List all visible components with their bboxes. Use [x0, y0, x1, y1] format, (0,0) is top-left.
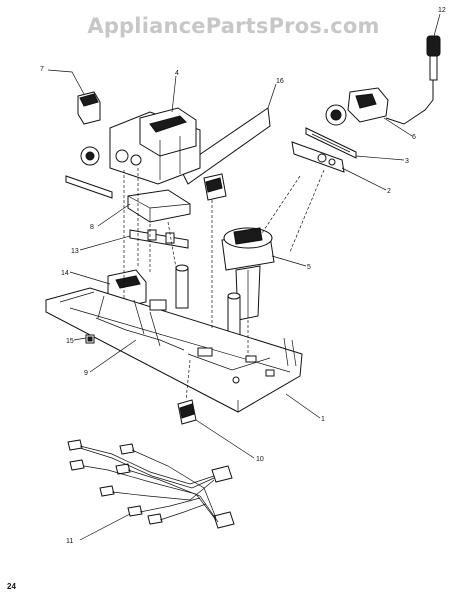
timer-motor [221, 227, 275, 321]
callout-9: 9 [84, 370, 88, 377]
relay-block [127, 189, 191, 223]
transformer [109, 107, 201, 185]
callout-16: 16 [276, 78, 284, 85]
bracket-right [305, 127, 357, 159]
thermistor-probe [385, 35, 441, 125]
callout-3: 3 [405, 158, 409, 165]
page-number: 24 [7, 582, 16, 591]
alignment-lines [123, 168, 325, 401]
callout-1: 1 [321, 416, 325, 423]
square-bushing [85, 334, 95, 344]
wire-harness [67, 439, 235, 529]
thermostat [325, 87, 389, 126]
callout-14: 14 [61, 270, 69, 277]
callout-12: 12 [438, 7, 446, 14]
control-board [179, 107, 271, 185]
callout-2: 2 [387, 188, 391, 195]
guide-rail [129, 229, 189, 249]
lamp-socket [291, 141, 345, 173]
callout-13: 13 [71, 248, 79, 255]
callout-6: 6 [412, 134, 416, 141]
callout-11: 11 [66, 538, 74, 545]
gear-left [65, 146, 113, 199]
callout-4: 4 [175, 70, 179, 77]
callout-7: 7 [40, 66, 44, 73]
callout-15: 15 [66, 338, 74, 345]
callout-5: 5 [307, 264, 311, 271]
leader-lines [47, 13, 441, 541]
callout-10: 10 [256, 456, 264, 463]
connector-10 [177, 399, 197, 425]
base-plate [45, 287, 303, 413]
callout-8: 8 [90, 224, 94, 231]
connector-block [203, 173, 227, 201]
clip [77, 91, 101, 125]
support-post [175, 264, 241, 339]
watermark: AppliancePartsPros.com [87, 14, 380, 38]
